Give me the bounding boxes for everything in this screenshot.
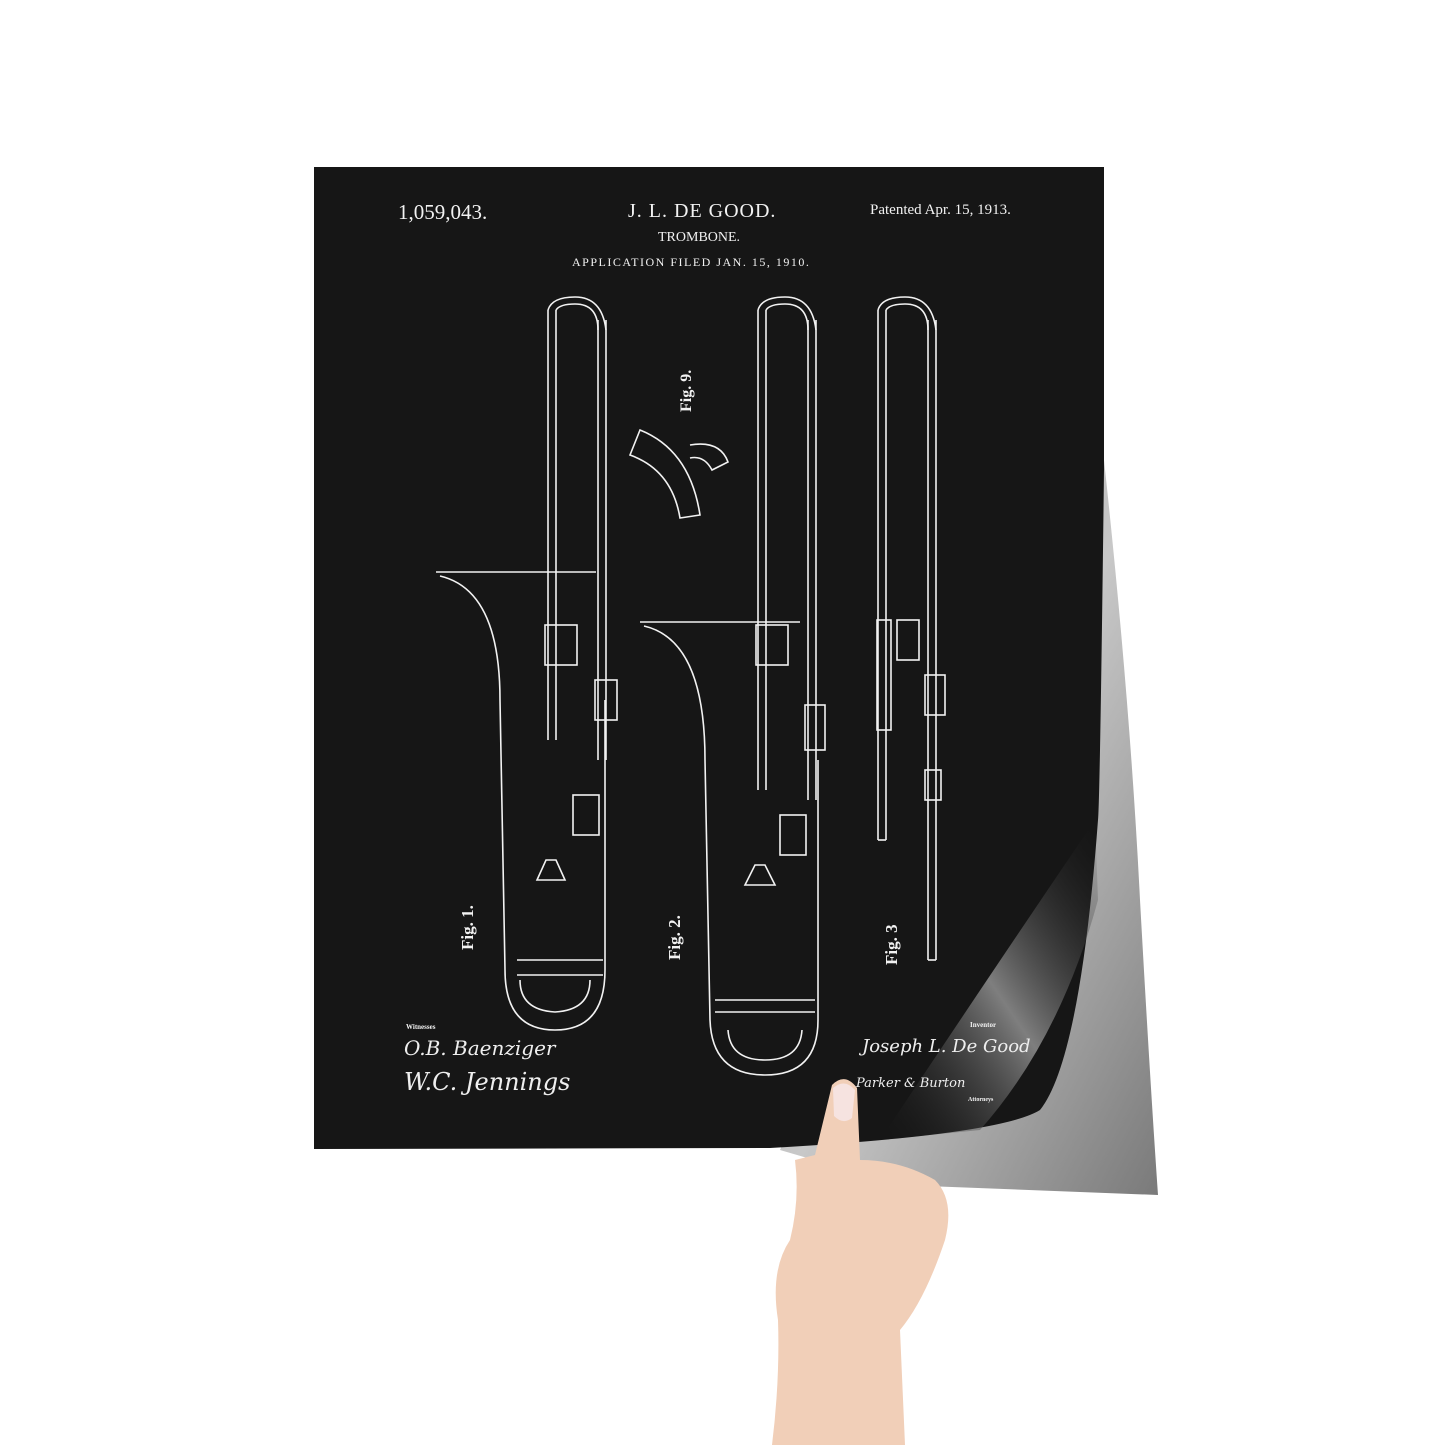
figure-2-trombone <box>640 296 826 1076</box>
figure-3-slide <box>876 296 946 961</box>
figure-1-label: Fig. 1. <box>458 905 477 950</box>
inventor-label: Inventor <box>970 1021 997 1029</box>
witness-signature: W.C. Jennings <box>404 1068 571 1096</box>
attorneys-signature: Parker & Burton <box>856 1076 966 1091</box>
poster-sheet <box>314 167 1104 1149</box>
hand <box>772 1079 949 1445</box>
inventor-signature: Joseph L. De Good <box>862 1036 1031 1057</box>
figure-9-detail <box>628 428 701 519</box>
patent-drawing <box>436 296 946 1076</box>
figure-9-label: Fig. 9. <box>678 369 695 412</box>
figure-2-label: Fig. 2. <box>665 915 684 960</box>
application-filed: APPLICATION FILED JAN. 15, 1910. <box>572 255 811 269</box>
patent-title: TROMBONE. <box>658 230 741 245</box>
figure-3-label: Fig. 3 <box>882 924 901 965</box>
witness-signature: O.B. Baenziger <box>404 1036 556 1060</box>
attorneys-label: Attorneys <box>968 1097 994 1103</box>
poster-glare <box>880 820 1098 1140</box>
witnesses-label: Witnesses <box>406 1023 436 1031</box>
inventor-name: J. L. DE GOOD. <box>628 200 777 222</box>
figure-1-trombone <box>436 296 618 1031</box>
patented-date: Patented Apr. 15, 1913. <box>870 202 1011 218</box>
patent-number: 1,059,043. <box>398 200 488 224</box>
